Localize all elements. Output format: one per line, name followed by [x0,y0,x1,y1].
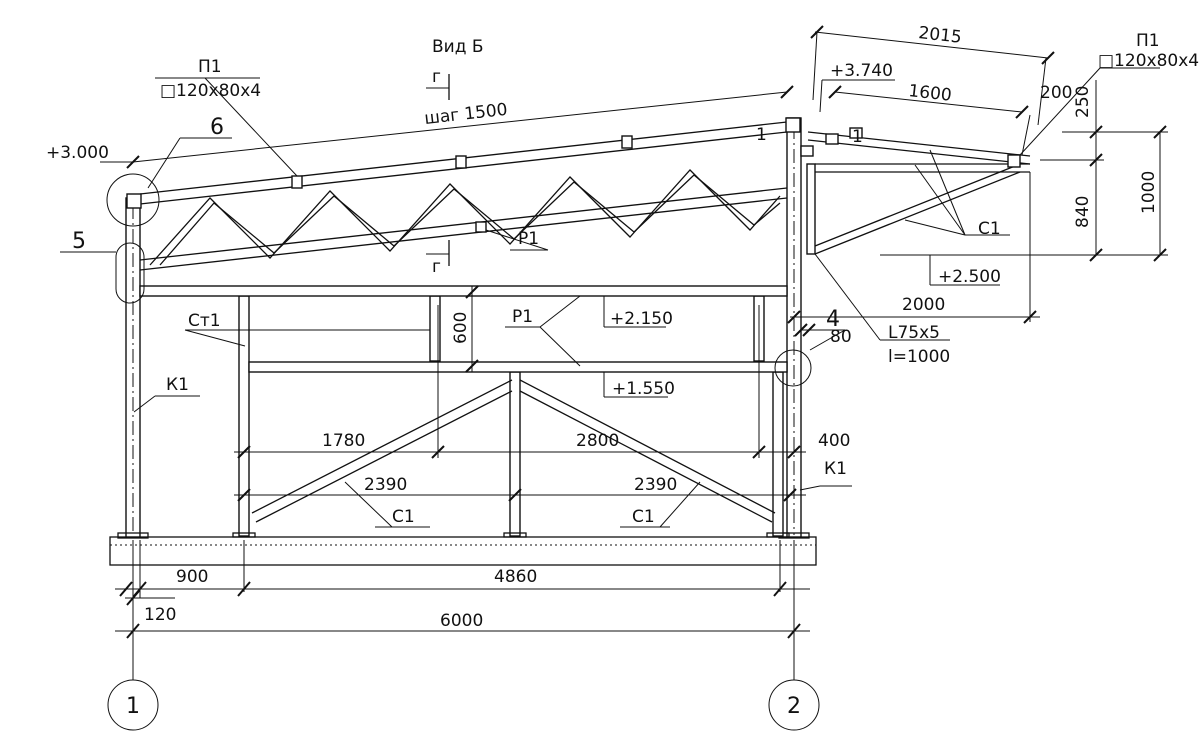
label-r1-truss: Р1 [518,229,539,249]
label-p1-left-section: □120x80x4 [160,81,261,101]
detail-markers [106,173,812,387]
column-k1-left [117,197,149,539]
dim-900: 900 [176,567,208,587]
inner-posts [232,295,790,538]
truss-pitch: шаг 1500 [423,100,508,129]
callout-detail-6: 6 [210,115,224,140]
axis-markers [107,679,820,731]
dim-2390-left: 2390 [364,475,407,495]
dim-1600: 1600 [907,81,952,106]
axis-1-label: 1 [126,694,140,719]
dim-120: 120 [144,605,176,625]
label-p1-left: П1 [198,57,222,77]
column-k1-right [778,117,810,539]
label-r1-beam: Р1 [512,307,533,327]
dim-840: 840 [1073,196,1093,228]
callout-detail-5: 5 [72,229,86,254]
elevation-top-right: +3.740 [830,61,893,81]
elevation-top-left: +3.000 [46,143,109,163]
label-c1-canopy: С1 [978,219,1001,239]
dim-2800: 2800 [576,431,619,451]
foundation [109,536,817,566]
dim-250: 250 [1073,86,1093,118]
label-slope-marker-truss: 1 [756,125,767,145]
label-c1-right: С1 [632,507,655,527]
label-slope-marker-canopy: 1 [852,127,863,147]
dim-80: 80 [830,327,852,347]
view-title: Вид Б [432,37,484,57]
dim-2390-right: 2390 [634,475,677,495]
label-angle-length: l=1000 [888,347,950,367]
leader-lines [60,67,1160,528]
label-k1-left: К1 [166,375,189,395]
section-mark-bottom: г [432,257,441,277]
dim-1000: 1000 [1139,171,1159,214]
beam-upper [139,285,788,297]
canopy [800,127,1031,255]
axis-2-label: 2 [787,694,801,719]
label-p1-right-section: □120x80x4 [1098,51,1199,71]
elevation-beam-upper: +2.150 [610,309,673,329]
roof-truss [126,117,801,271]
drawing-text: Вид Б г г шаг 1500 +3.000 +3.740 +2.500 … [46,23,1199,719]
dim-400: 400 [818,431,850,451]
dim-200: 200 [1040,83,1072,103]
label-k1-right: К1 [824,459,847,479]
dim-6000: 6000 [440,611,483,631]
label-angle: L75x5 [888,323,940,343]
dim-1780: 1780 [322,431,365,451]
label-c1-left: С1 [392,507,415,527]
section-mark-top: г [432,67,441,87]
section-marks [426,74,450,266]
label-p1-right: П1 [1136,31,1160,51]
callout-detail-4: 4 [826,307,840,332]
dimension-lines [115,25,1168,680]
braces-c1 [251,379,776,523]
dim-600: 600 [451,312,471,344]
dim-2015: 2015 [917,23,962,48]
elevation-beam-lower: +1.550 [612,379,675,399]
dim-4860: 4860 [494,567,537,587]
beam-lower [248,361,788,373]
dim-2000: 2000 [902,295,945,315]
elevation-canopy-bottom: +2.500 [938,267,1001,287]
label-st1: Ст1 [188,311,221,331]
